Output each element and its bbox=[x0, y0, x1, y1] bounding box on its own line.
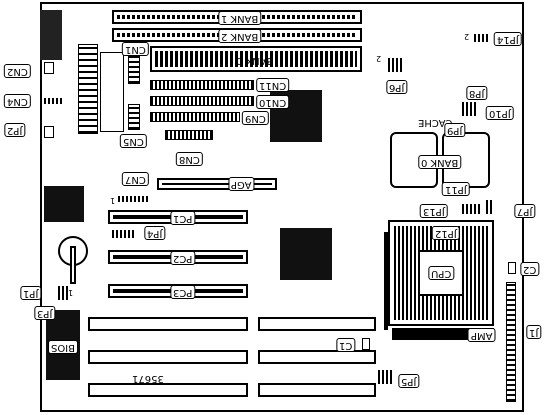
agp-slot bbox=[157, 178, 277, 190]
cn1-label: CN1 bbox=[122, 42, 149, 56]
jp14-label: JP14 bbox=[494, 32, 522, 46]
bank2-label: BANK 2 bbox=[218, 29, 262, 43]
cn2-connector bbox=[44, 62, 54, 74]
cache-bank0-label: BANK 0 bbox=[418, 155, 462, 169]
cn5-label: CN5 bbox=[120, 134, 147, 148]
jp7-pins bbox=[486, 200, 494, 214]
cn10-label: CN10 bbox=[256, 95, 290, 109]
jp4-pins bbox=[112, 230, 134, 238]
amp-label: AMP bbox=[468, 328, 496, 342]
pc2-label: PC2 bbox=[170, 251, 196, 265]
isa-slot-1 bbox=[88, 317, 248, 331]
bank0-label: BANK 0 bbox=[236, 55, 274, 66]
isa-slot-6 bbox=[258, 383, 376, 397]
isa-slot-3 bbox=[88, 383, 248, 397]
isa-slot-4 bbox=[258, 317, 376, 331]
cn11-connector bbox=[150, 80, 254, 90]
pc1-label: PC1 bbox=[170, 211, 196, 225]
jp1-label: JP1 bbox=[20, 286, 42, 300]
cn1-pins bbox=[128, 56, 140, 84]
cpu-label: CPU bbox=[428, 266, 455, 280]
io-chip bbox=[44, 186, 84, 222]
c2-label: C2 bbox=[520, 262, 540, 276]
jp4-label: JP4 bbox=[144, 226, 166, 240]
pin2-marker: 2 bbox=[464, 32, 470, 41]
cn9-connector bbox=[150, 112, 240, 122]
cn9-label: CN9 bbox=[242, 111, 269, 125]
jp8-label: JP8 bbox=[466, 86, 488, 100]
cn10-connector bbox=[150, 96, 254, 106]
agp-label: AGP bbox=[228, 177, 255, 191]
bank0-slot bbox=[150, 46, 362, 72]
pin1-marker-a: 1 bbox=[68, 288, 74, 297]
keyboard-connector bbox=[40, 10, 62, 60]
isa-slot-5 bbox=[258, 350, 376, 364]
jp2-label: JP2 bbox=[4, 123, 26, 137]
jp8-pins bbox=[462, 102, 476, 116]
jp3-label: JP3 bbox=[34, 306, 56, 320]
bank1-label: BANK 1 bbox=[218, 11, 262, 25]
cn1-connector bbox=[100, 52, 124, 132]
c2-part bbox=[508, 262, 516, 274]
pin2-marker-jp6: 2 bbox=[376, 54, 382, 63]
j1-label: J1 bbox=[526, 325, 542, 339]
j1-connector bbox=[506, 282, 516, 402]
jp13-label: JP13 bbox=[420, 204, 448, 218]
jp5-pins bbox=[378, 370, 392, 384]
jp9-label: JP9 bbox=[444, 123, 466, 137]
jp6-label: JP6 bbox=[386, 80, 408, 94]
jp5-label: JP5 bbox=[398, 374, 420, 388]
power-connector bbox=[78, 44, 98, 134]
pc3-label: PC3 bbox=[170, 285, 196, 299]
board-id-label: 35671 bbox=[132, 373, 164, 384]
bios-label: BIOS bbox=[48, 340, 79, 354]
battery-clip bbox=[70, 246, 76, 284]
jp7-label: JP7 bbox=[514, 204, 536, 218]
cn5-pins bbox=[128, 104, 140, 130]
isa-slot-2 bbox=[88, 350, 248, 364]
cn4-pins bbox=[44, 98, 64, 104]
cn8-label: CN8 bbox=[176, 152, 203, 166]
pin1-marker-b: 1 bbox=[110, 196, 116, 205]
cn8-connector bbox=[165, 130, 213, 140]
southbridge-chip bbox=[280, 228, 332, 280]
cn11-label: CN11 bbox=[256, 78, 290, 92]
cpu-die bbox=[418, 250, 464, 296]
cpu-lever bbox=[384, 232, 388, 330]
jp6-pins bbox=[388, 58, 402, 72]
cn2-label: CN2 bbox=[4, 64, 31, 78]
jp13-pins bbox=[462, 204, 480, 214]
cn7-pins bbox=[118, 196, 148, 202]
jp12-label: JP12 bbox=[432, 226, 460, 240]
c1-part bbox=[362, 338, 370, 350]
jp14-pins bbox=[474, 34, 488, 42]
c1-label: C1 bbox=[336, 338, 356, 352]
jp2-part bbox=[44, 126, 54, 138]
cn7-label: CN7 bbox=[122, 172, 149, 186]
cn4-label: CN4 bbox=[4, 94, 31, 108]
jp1-pins bbox=[58, 286, 68, 300]
jp10-label: JP10 bbox=[486, 106, 514, 120]
jp11-label: JP11 bbox=[442, 182, 470, 196]
